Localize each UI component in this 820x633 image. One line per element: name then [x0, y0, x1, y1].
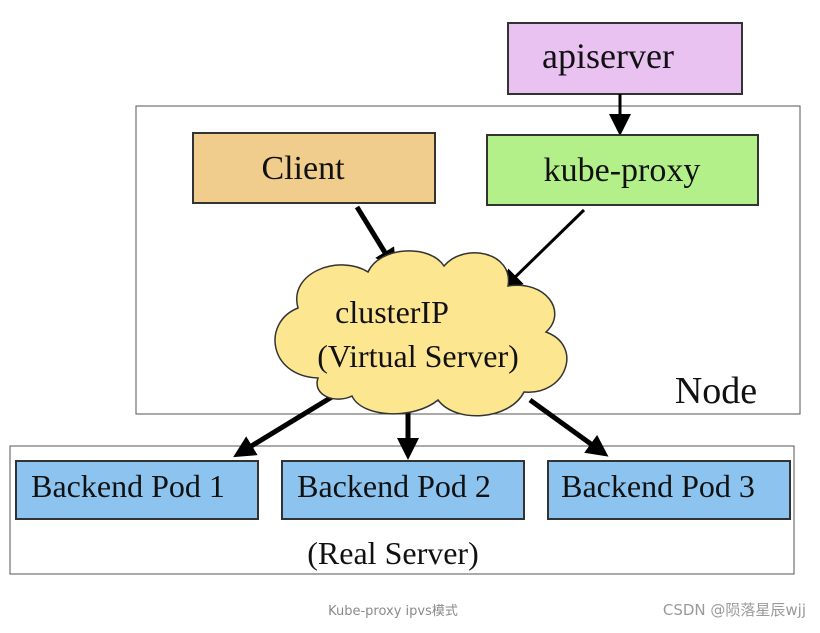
backend-pod-1-label: Backend Pod 1 [31, 468, 225, 504]
real-server-label: (Real Server) [307, 535, 478, 571]
cluster-ip-label: clusterIP [335, 294, 449, 330]
backend-pod-1-box [15, 460, 259, 520]
apiserver-box [507, 22, 743, 95]
arrow-cluster-to-pod-3 [528, 397, 609, 457]
backend-pod-3-box [547, 460, 791, 520]
apiserver-label: apiserver [542, 36, 674, 76]
cluster-ip-cloud [274, 250, 568, 417]
node-label: Node [675, 370, 757, 412]
backend-pod-3-label: Backend Pod 3 [561, 468, 755, 504]
csdn-watermark: CSDN @陨落星辰wjj [662, 601, 806, 619]
arrow-client-to-cluster [354, 205, 397, 271]
arrow-cluster-to-pod-1 [233, 389, 342, 458]
backend-pod-2-box [281, 460, 525, 520]
arrow-kube-proxy-to-cluster [500, 208, 586, 292]
backend-pod-2-label: Backend Pod 2 [297, 468, 491, 504]
virtual-server-label: (Virtual Server) [317, 338, 519, 374]
client-label: Client [261, 150, 345, 187]
figure-caption: Kube-proxy ipvs模式 [328, 604, 458, 619]
kube-proxy-label: kube-proxy [544, 152, 701, 189]
client-box [192, 132, 436, 204]
kube-proxy-box [486, 134, 759, 206]
